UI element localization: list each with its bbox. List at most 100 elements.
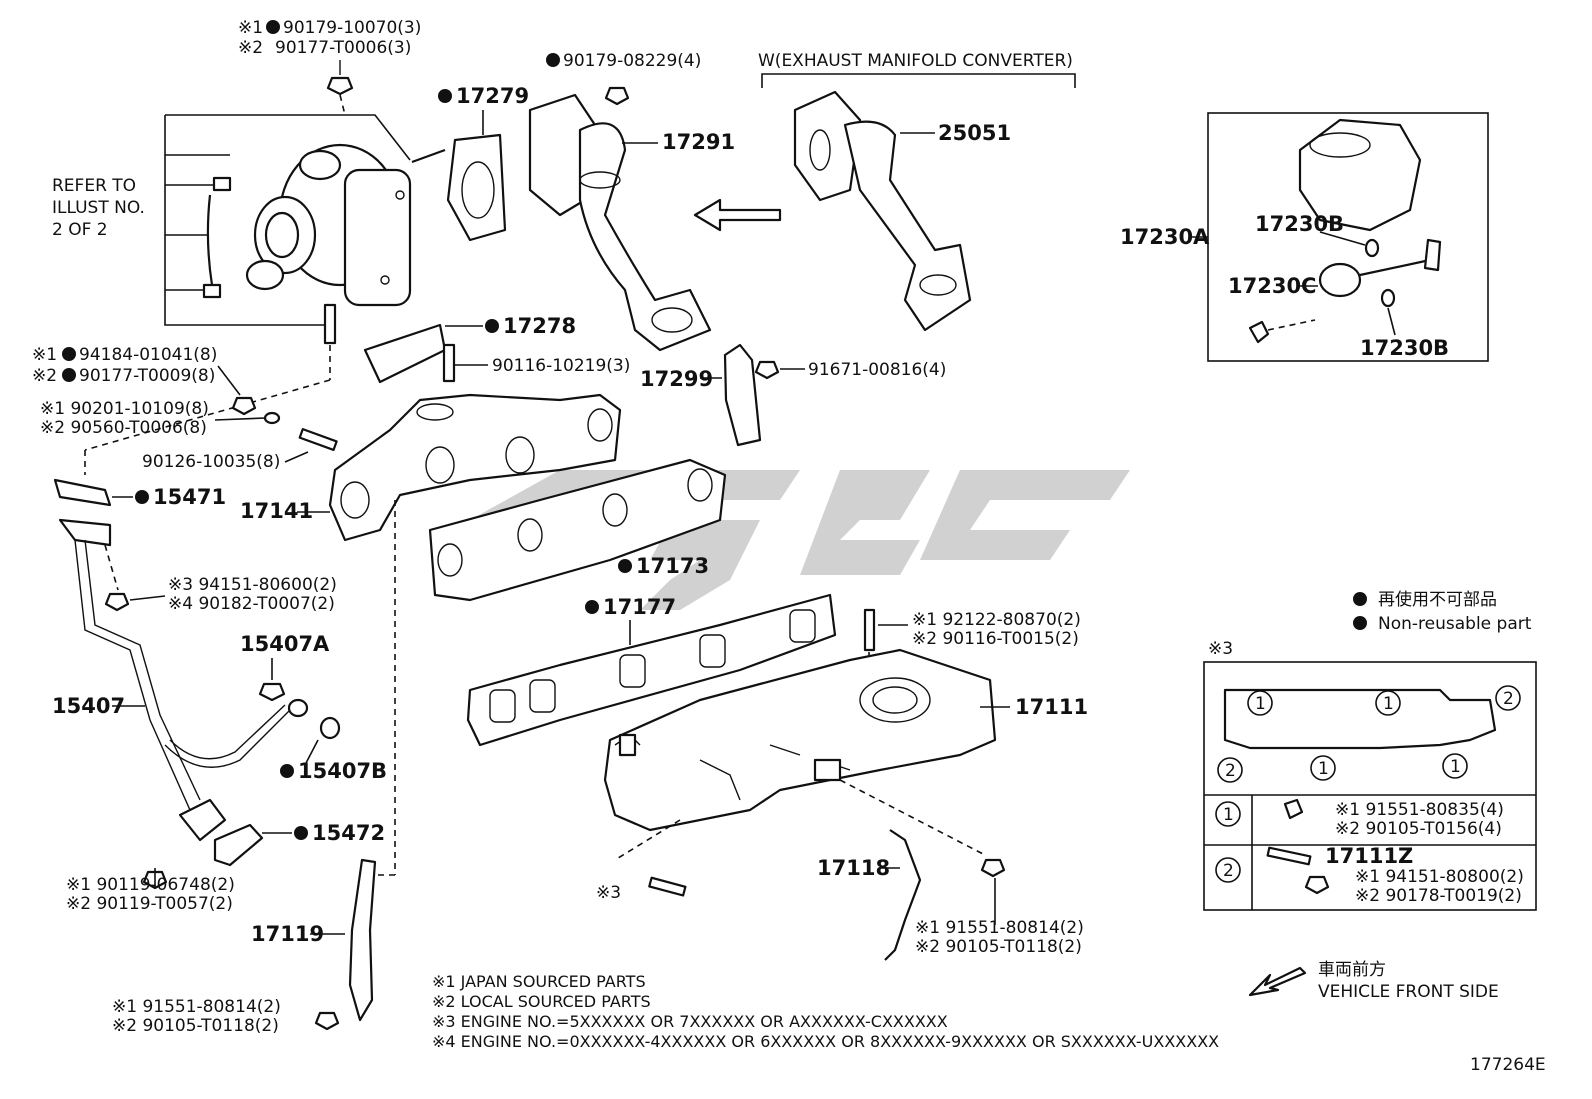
- label-p16: 15471: [153, 485, 226, 509]
- non-reusable-dot: [438, 89, 452, 103]
- washer-icon: [1364, 238, 1380, 258]
- fitting-icon: [287, 698, 309, 718]
- marker-1-text: 1: [1450, 757, 1461, 777]
- nut-icon: [231, 396, 257, 416]
- refer-note-line-2: ILLUST NO.: [52, 198, 145, 218]
- non-reusable-dot: [266, 20, 280, 34]
- non-reusable-dot: [62, 368, 76, 382]
- legend-en: Non-reusable part: [1378, 614, 1532, 634]
- dash-line: [839, 779, 986, 856]
- inset3-row2-b: ※2 90178-T0019(2): [1355, 886, 1522, 906]
- label-p32: ※3: [596, 883, 621, 903]
- gasket-hole: [461, 161, 495, 219]
- label-p2: 90177-T0006(3): [275, 38, 411, 58]
- washer-icon: [263, 411, 281, 425]
- direction-arrow-icon: [693, 198, 782, 232]
- nut-icon: [604, 86, 630, 106]
- label-p34: ※2 90105-T0118(2): [915, 937, 1082, 957]
- label-p5: 17291: [662, 130, 735, 154]
- label-p30: ※2 90119-T0057(2): [66, 894, 233, 914]
- label-p27: 17111: [1015, 695, 1088, 719]
- label-p24: 15407A: [240, 632, 330, 656]
- front-side-jp: 車両前方: [1318, 960, 1386, 980]
- bracket-17119: [348, 858, 377, 1022]
- gasket-15471: [53, 478, 112, 507]
- footnote-2: ※2 LOCAL SOURCED PARTS: [432, 992, 651, 1011]
- label-p41: 17230B: [1360, 336, 1449, 360]
- label-p22: ※1 92122-80870(2): [912, 610, 1081, 630]
- non-reusable-dot: [585, 600, 599, 614]
- refer-note-line-3: 2 OF 2: [52, 220, 108, 240]
- leader-line: [284, 451, 309, 463]
- row-marker-2-text: 2: [1223, 861, 1234, 881]
- inset3-title: ※3: [1208, 639, 1233, 659]
- refer-note-line-1: REFER TO: [52, 176, 136, 196]
- bracket-17299: [723, 343, 762, 447]
- label-p12: 90177-T0009(8): [79, 366, 215, 386]
- front-arrow-icon: [1248, 966, 1307, 997]
- label-p3: 90179-08229(4): [563, 51, 701, 71]
- label-p18: 17173: [636, 554, 709, 578]
- label-p19: ※3 94151-80600(2): [168, 575, 337, 595]
- bolt-icon: [1248, 320, 1270, 344]
- hose-17118: [884, 829, 922, 961]
- stud-icon: [442, 343, 456, 383]
- front-side-en: VEHICLE FRONT SIDE: [1318, 982, 1499, 1002]
- inset3-box: [1203, 661, 1537, 911]
- leader-line: [217, 365, 241, 396]
- gasket-17279: [446, 133, 507, 242]
- label-p37: ※2 90105-T0118(2): [112, 1016, 279, 1036]
- inset3-row2-a: ※1 94151-80800(2): [1355, 867, 1524, 887]
- non-reusable-dot: [546, 53, 560, 67]
- diagram-id: 177264E: [1470, 1055, 1546, 1075]
- nut-icon: [1304, 875, 1330, 895]
- marker-2-text: 2: [1225, 761, 1236, 781]
- leader-line: [129, 595, 166, 601]
- row-marker-2: [1215, 857, 1241, 883]
- label-p13: ※1 90201-10109(8): [40, 399, 209, 419]
- bolt-icon: [258, 682, 286, 702]
- gasket-17111z: [1223, 688, 1497, 750]
- stud-icon: [1266, 846, 1312, 866]
- turbocharger-part: [202, 143, 446, 307]
- label-p11-prefix: ※1: [32, 345, 57, 365]
- marker-1: [1442, 753, 1468, 779]
- group-label: W(EXHAUST MANIFOLD CONVERTER): [758, 51, 1073, 71]
- gasket-17173: [428, 458, 727, 602]
- non-reusable-dot: [280, 764, 294, 778]
- stud-icon: [323, 303, 337, 345]
- washer-icon: [1380, 288, 1396, 308]
- dash-line: [84, 379, 331, 451]
- non-reusable-dot: [294, 826, 308, 840]
- label-p1: 90179-10070(3): [283, 18, 421, 38]
- label-p21: 17177: [603, 595, 676, 619]
- gasket-ring-icon: [319, 716, 341, 740]
- non-reusable-dot: [618, 559, 632, 573]
- footnote-4: ※4 ENGINE NO.=0XXXXXX-4XXXXXX OR 6XXXXXX…: [432, 1032, 1219, 1051]
- label-p9: 17299: [640, 367, 713, 391]
- row-marker-1: [1215, 801, 1241, 827]
- label-p33: ※1 91551-80814(2): [915, 918, 1084, 938]
- label-p15: 90126-10035(8): [142, 452, 280, 472]
- bolt-icon: [314, 1011, 340, 1031]
- bolt-icon: [754, 360, 780, 380]
- marker-1-text: 1: [1255, 694, 1266, 714]
- inset3-row1-b: ※2 90105-T0156(4): [1335, 819, 1502, 839]
- group-bracket: [761, 73, 1076, 88]
- label-p2-prefix: ※2: [238, 38, 263, 58]
- vacuum-actuator-part: [1298, 118, 1442, 298]
- nut-icon: [104, 592, 130, 612]
- row-marker-1-text: 1: [1223, 805, 1234, 825]
- label-p1-prefix: ※1: [238, 18, 263, 38]
- marker-2-text: 2: [1503, 689, 1514, 709]
- label-p8: 90116-10219(3): [492, 356, 630, 376]
- bolt-icon: [980, 858, 1006, 878]
- marker-1: [1375, 690, 1401, 716]
- footnote-3: ※3 ENGINE NO.=5XXXXXX OR 7XXXXXX OR AXXX…: [432, 1012, 948, 1031]
- dash-line: [614, 819, 681, 861]
- stud-icon: [648, 876, 687, 897]
- label-p23: ※2 90116-T0015(2): [912, 629, 1079, 649]
- gasket-17177: [466, 593, 837, 747]
- marker-1: [1247, 690, 1273, 716]
- label-p28: 15472: [312, 821, 385, 845]
